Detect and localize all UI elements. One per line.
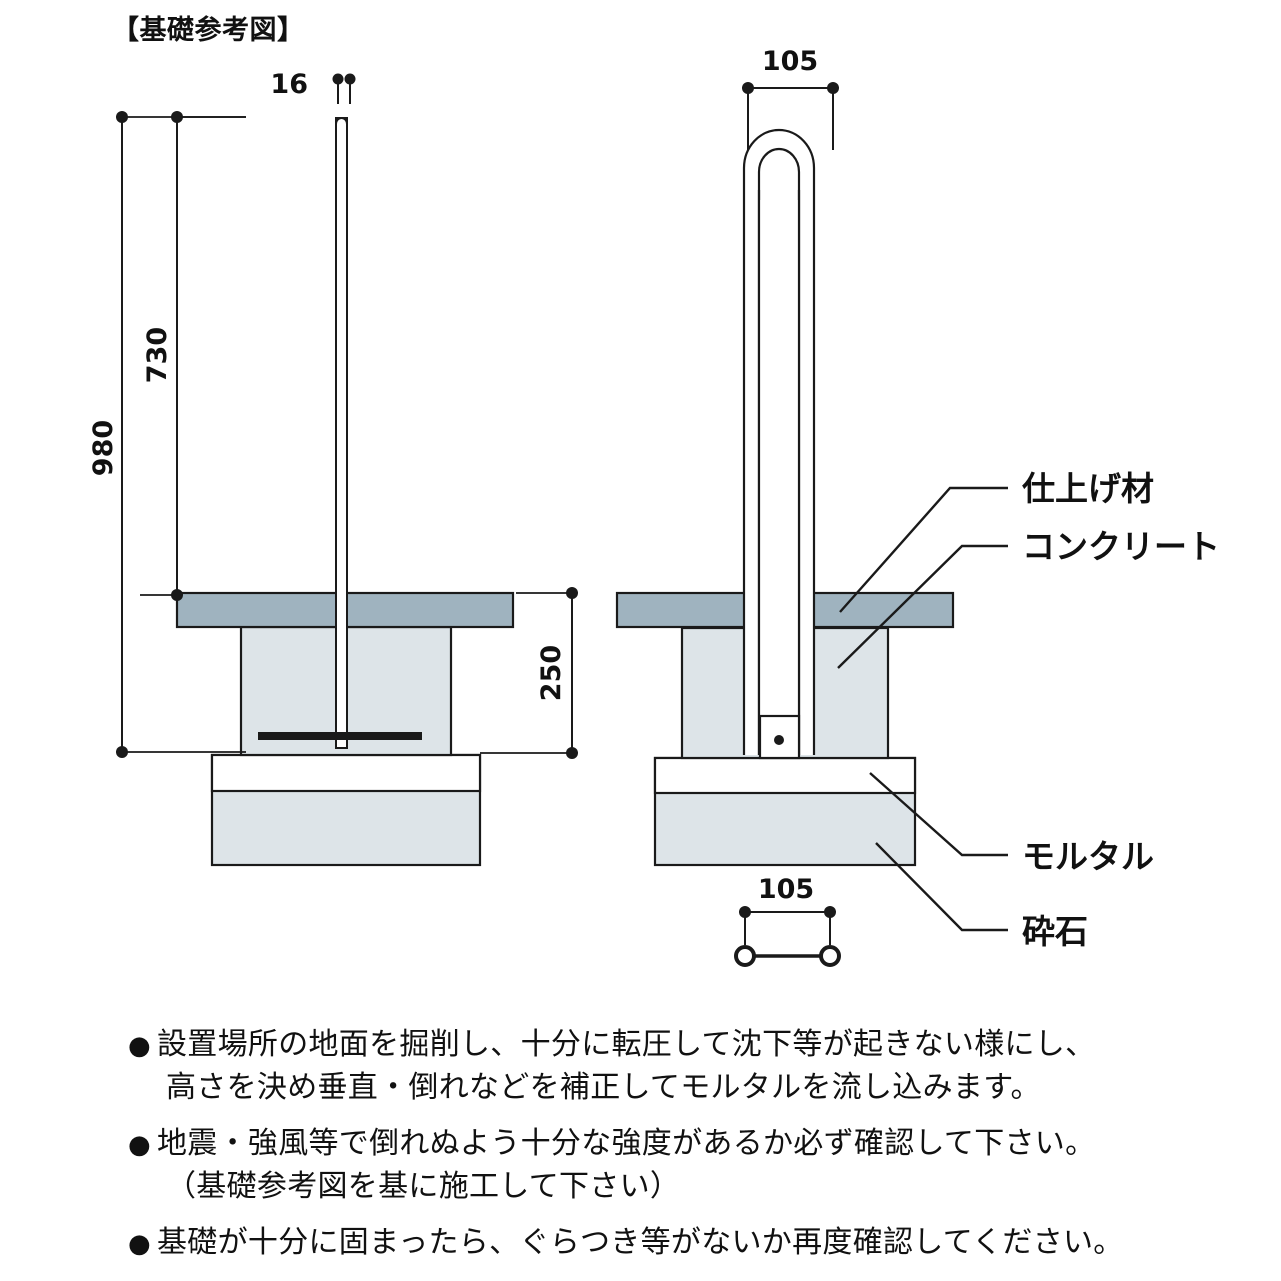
dim-total-height-text: 980: [88, 420, 119, 476]
leader-crushed-stone: [875, 842, 1008, 932]
label-concrete: コンクリート: [1022, 527, 1220, 566]
bullet-icon: ●: [128, 1130, 151, 1161]
note-line-1: 設置場所の地面を掘削し、十分に転圧して沈下等が起きない様にし、: [157, 1027, 1096, 1062]
note-line-2: 高さを決め垂直・倒れなどを補正してモルタルを流し込みます。: [166, 1069, 1041, 1105]
note-item: ●設置場所の地面を掘削し、十分に転圧して沈下等が起きない様にし、 高さを決め垂直…: [128, 1024, 1128, 1109]
foundation-reference-drawing: 16 980 730 250: [88, 46, 1220, 967]
note-item: ●基礎が十分に固まったら、ぐらつき等がないか再度確認してください。: [128, 1222, 1128, 1265]
leader-mortar: [869, 772, 1008, 857]
label-finishing: 仕上げ材: [1022, 469, 1154, 508]
u-bolt-gap-fill: [760, 200, 798, 720]
dim-above-ground-text: 730: [142, 327, 173, 383]
bolt-plan-end-right: [819, 945, 841, 967]
note-item: ●地震・強風等で倒れぬよう十分な強度があるか必ず確認して下さい。 （基礎参考図を…: [128, 1123, 1128, 1208]
dim-width-bottom-text: 105: [758, 874, 814, 905]
note-line-1: 基礎が十分に固まったら、ぐらつき等がないか再度確認してください。: [157, 1225, 1124, 1261]
note-line-1: 地震・強風等で倒れぬよう十分な強度があるか必ず確認して下さい。: [157, 1126, 1096, 1162]
installation-notes: ●設置場所の地面を掘削し、十分に転圧して沈下等が起きない様にし、 高さを決め垂直…: [128, 1024, 1128, 1279]
left-anchor-rod-cap: [335, 117, 348, 125]
bolt-plan-end-left: [734, 945, 756, 967]
dim-buried-depth-text: 250: [536, 645, 567, 701]
page-title: 【基礎参考図】: [112, 15, 305, 46]
left-mortar-band: [210, 753, 482, 793]
left-anchor-cross-bar: [258, 732, 422, 740]
right-mortar-band: [653, 756, 917, 795]
bullet-icon: ●: [128, 1031, 151, 1061]
leader-concrete: [837, 544, 1008, 669]
dim-width-top-text: 105: [762, 46, 818, 77]
dim-rod-diameter-text: 16: [270, 69, 308, 100]
left-anchor-rod: [335, 117, 348, 749]
label-mortar: モルタル: [1022, 837, 1154, 876]
label-crushed-stone: 砕石: [1022, 912, 1088, 951]
note-line-2: （基礎参考図を基に施工して下さい）: [166, 1168, 681, 1204]
anchor-plate-detail-dot: [774, 735, 784, 745]
bullet-icon: ●: [128, 1229, 151, 1260]
leader-finishing: [839, 486, 1008, 613]
